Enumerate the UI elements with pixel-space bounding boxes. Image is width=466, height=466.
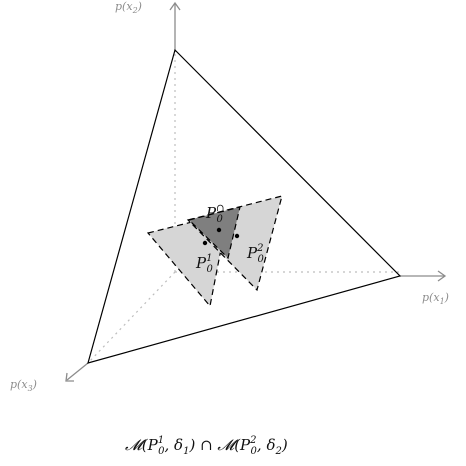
label-p0-cap: P∩0 <box>205 203 224 225</box>
axis-label-x1: p(x1) <box>422 291 449 306</box>
region-intersection <box>187 206 241 260</box>
axis-label-x3: p(x3) <box>10 378 37 393</box>
axis-label-x2: p(x2) <box>115 0 142 15</box>
point-p0-cap <box>216 227 222 233</box>
point-p0-2 <box>234 233 240 239</box>
axis-x2 <box>169 1 181 52</box>
point-p0-1 <box>202 240 208 246</box>
simplex-triangle <box>87 48 402 364</box>
axis-x3 <box>65 362 89 382</box>
axis-x1 <box>400 270 447 282</box>
